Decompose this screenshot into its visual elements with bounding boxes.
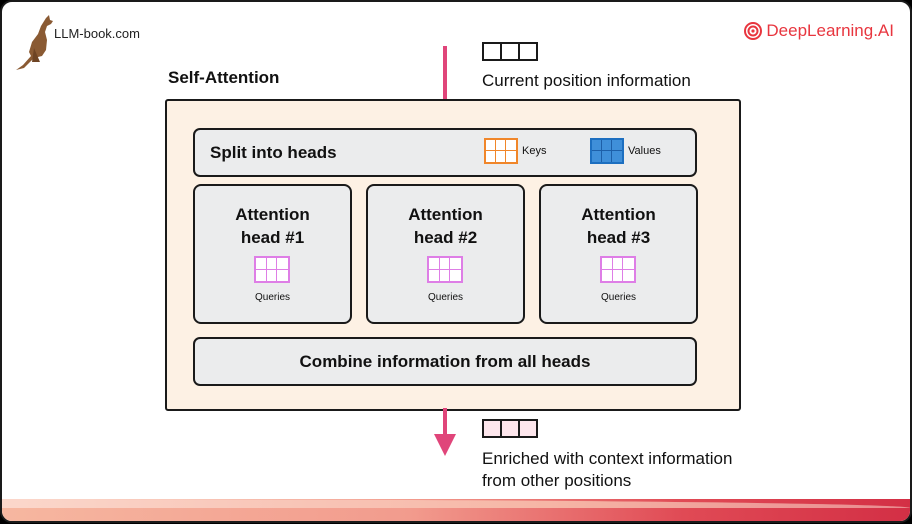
values-legend: Values: [590, 138, 661, 164]
split-into-heads-label: Split into heads: [210, 143, 337, 162]
output-arrow-head-icon: [434, 434, 456, 456]
output-caption-line1: Enriched with context information: [482, 449, 733, 468]
output-caption: Enriched with context information from o…: [482, 448, 802, 492]
attention-head-title: Attention head #1: [195, 203, 350, 249]
keys-legend: Keys: [484, 138, 546, 164]
values-matrix-icon: [590, 138, 624, 164]
deeplearning-ai-logo: DeepLearning.AI: [744, 21, 894, 41]
head-title-line2: head #2: [413, 228, 478, 247]
queries-label: Queries: [254, 292, 290, 303]
split-into-heads-box: Split into heads Keys Values: [193, 128, 697, 177]
attention-head-1: Attention head #1 Queries: [193, 184, 352, 324]
keys-matrix-icon: [484, 138, 518, 164]
output-arrow-shaft: [443, 408, 447, 436]
keys-label: Keys: [522, 145, 547, 157]
head-title-line1: Attention: [408, 205, 483, 224]
deeplearning-logo-text: DeepLearning.AI: [766, 21, 894, 40]
head-title-line1: Attention: [581, 205, 656, 224]
queries-label: Queries: [427, 292, 463, 303]
output-caption-line2: from other positions: [482, 471, 632, 490]
input-caption: Current position information: [482, 71, 691, 90]
attention-head-title: Attention head #2: [368, 203, 523, 249]
input-token-vector: [482, 42, 538, 61]
combine-heads-box: Combine information from all heads: [193, 337, 697, 386]
values-label: Values: [628, 145, 661, 157]
combine-heads-label: Combine information from all heads: [299, 352, 591, 371]
self-attention-title: Self-Attention: [168, 68, 280, 87]
bottom-decorative-band: [2, 499, 910, 521]
attention-head-2: Attention head #2 Queries: [366, 184, 525, 324]
attention-head-title: Attention head #3: [541, 203, 696, 249]
llm-book-logo-text: LLM-book.com: [54, 26, 140, 41]
head-title-line2: head #3: [586, 228, 651, 247]
queries-label: Queries: [600, 292, 636, 303]
output-token-vector: [482, 419, 538, 438]
queries-matrix-icon: [427, 256, 463, 283]
queries-matrix-icon: [254, 256, 290, 283]
attention-head-3: Attention head #3 Queries: [539, 184, 698, 324]
kangaroo-logo-icon: [16, 15, 53, 70]
deeplearning-logo-icon: [744, 22, 763, 40]
head-title-line1: Attention: [235, 205, 310, 224]
head-title-line2: head #1: [240, 228, 305, 247]
queries-matrix-icon: [600, 256, 636, 283]
input-arrow: [443, 46, 447, 100]
